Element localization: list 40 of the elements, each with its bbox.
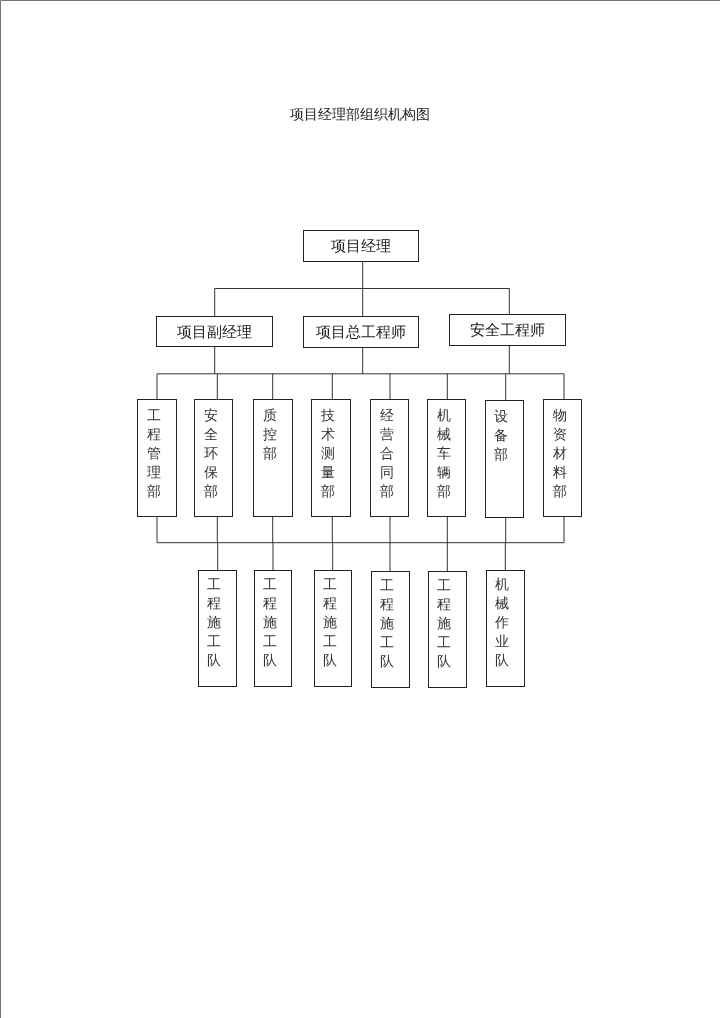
box-label: 经营合同部 (379, 407, 394, 502)
box-label: 项目总工程师 (316, 323, 406, 341)
department-box (137, 399, 177, 517)
box-label: 工程施工队 (262, 575, 277, 670)
role-box (303, 316, 419, 348)
box-label: 工程管理部 (146, 407, 161, 502)
box-label: 工程施工队 (207, 575, 222, 670)
box-label: 工程施工队 (322, 575, 337, 670)
box-label: 技术测量部 (320, 407, 335, 502)
connector-line (156, 516, 565, 572)
box-label: 项目副经理 (177, 322, 252, 341)
box-label: 质控部 (262, 407, 277, 464)
box-label: 安全工程师 (470, 321, 545, 339)
department-box (253, 399, 293, 517)
role-box (449, 314, 566, 346)
department-box (484, 400, 524, 518)
department-box (194, 399, 234, 517)
connector-line (214, 261, 510, 317)
team-box (486, 570, 526, 687)
team-box (428, 571, 468, 688)
department-box (370, 399, 410, 517)
role-box (156, 316, 273, 347)
team-box (198, 570, 238, 687)
box-label: 安全环保部 (203, 407, 218, 502)
team-box (253, 570, 293, 687)
department-box (427, 399, 467, 517)
box-label: 物资材料部 (552, 407, 567, 502)
department-box (311, 399, 351, 517)
box-label: 机械车辆部 (436, 407, 451, 502)
diagram-title: 项目经理部组织机构图 (290, 107, 430, 122)
box-label: 机械作业队 (495, 575, 510, 670)
box-label: 工程施工队 (379, 576, 394, 671)
connector-line (156, 345, 565, 401)
box-label: 工程施工队 (437, 576, 452, 671)
box-label: 项目经理 (331, 237, 391, 255)
manager-box (303, 230, 419, 262)
team-box (370, 571, 410, 688)
team-box (313, 570, 353, 687)
box-label: 设备部 (494, 408, 509, 464)
department-box (543, 399, 583, 517)
